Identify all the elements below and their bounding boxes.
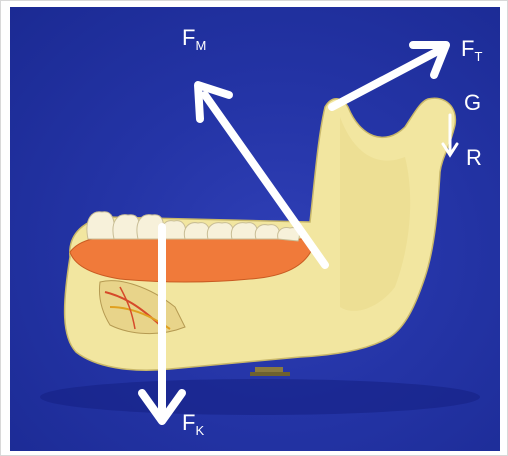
teeth-row xyxy=(87,212,299,241)
gum-strip xyxy=(70,238,312,282)
jaw-model-photo: FM FT G R FK xyxy=(10,7,500,451)
label-g: G xyxy=(464,92,481,114)
arrow-ft xyxy=(332,51,438,107)
stand-base xyxy=(250,372,290,376)
jaw-model-illustration xyxy=(10,7,500,451)
label-r: R xyxy=(466,147,482,169)
label-ft: FT xyxy=(461,38,482,63)
model-shadow xyxy=(40,379,480,415)
label-fk: FK xyxy=(182,412,204,437)
label-fm: FM xyxy=(182,27,206,52)
